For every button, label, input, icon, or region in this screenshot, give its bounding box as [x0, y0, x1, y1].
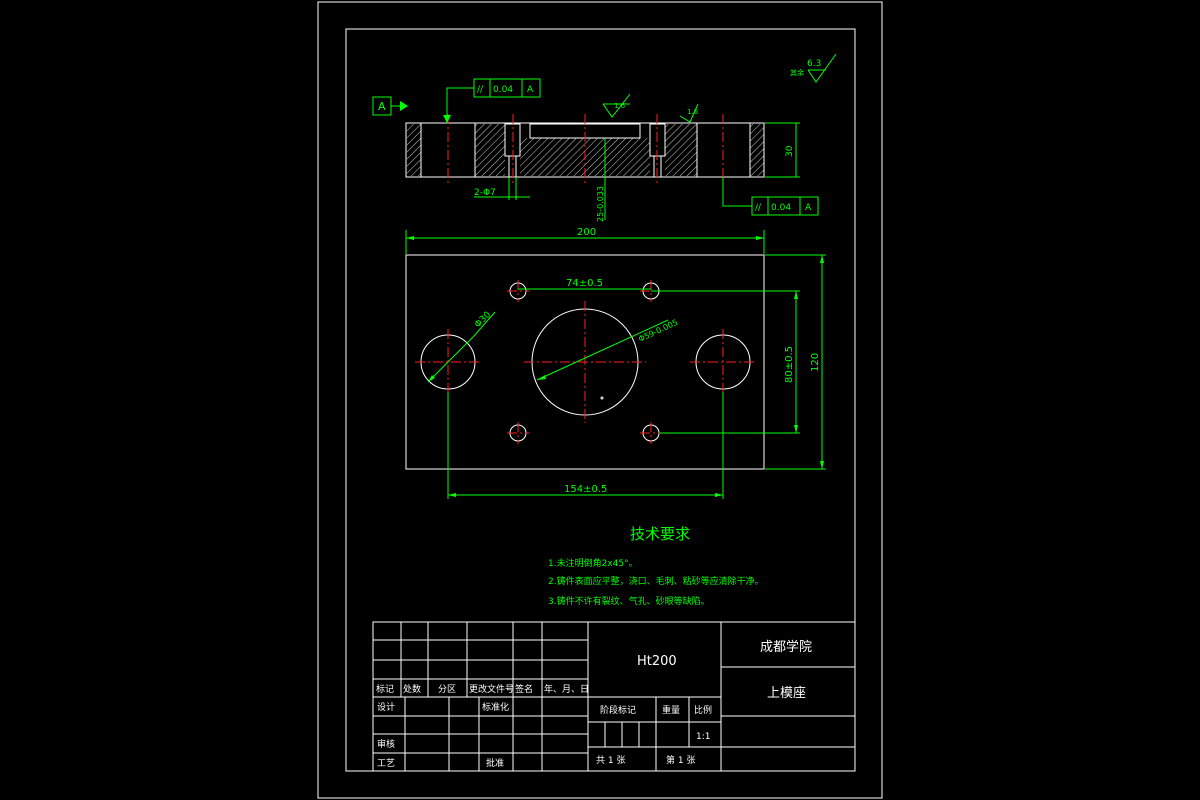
- hatch-right-outer: [750, 124, 764, 176]
- dim-small-holes: 2-Φ7: [474, 177, 530, 200]
- tech-item-2: 2.铸件表面应平整，浇口、毛刺、粘砂等应清除干净。: [548, 575, 764, 587]
- tb-sheet-no: 第 1 张: [666, 754, 695, 766]
- tolerance-frame-bottom: // 0.04 A: [722, 177, 819, 216]
- tol-top-symbol: //: [477, 85, 484, 95]
- dim-width-text: 200: [577, 227, 596, 238]
- tech-requirements: 技术要求 1.未注明倒角2x45°。 2.铸件表面应平整，浇口、毛刺、粘砂等应清…: [548, 525, 764, 607]
- tol-top-datum: A: [527, 85, 534, 95]
- tb-scale-value: 1:1: [696, 732, 710, 742]
- tb-rev-mark: 标记: [376, 683, 394, 695]
- tb-rev-sign: 签名: [515, 683, 533, 695]
- tech-item-3: 3.铸件不许有裂纹、气孔、砂眼等缺陷。: [548, 595, 710, 607]
- tb-standard: 标准化: [482, 701, 509, 713]
- dim-pitch-x-text: 74±0.5: [566, 278, 603, 289]
- dim-small-holes-text: 2-Φ7: [474, 188, 496, 198]
- tb-process: 工艺: [377, 758, 395, 769]
- datum-a: A: [372, 96, 408, 116]
- tb-total-sheets: 共 1 张: [596, 755, 625, 766]
- tech-item-1: 1.未注明倒角2x45°。: [548, 557, 638, 569]
- tol-top-value: 0.04: [493, 85, 513, 95]
- tolerance-frame-top: // 0.04 A: [443, 78, 541, 123]
- tb-rev-date: 年、月、日: [544, 683, 589, 695]
- roughness-main-value: 6.3: [807, 59, 821, 69]
- tb-rev-count: 处数: [403, 683, 421, 695]
- tb-scale: 比例: [694, 704, 712, 716]
- tb-rev-doc: 更改文件号: [469, 683, 514, 695]
- dim-thickness: 30: [765, 122, 800, 178]
- tol-bottom-datum: A: [805, 203, 812, 213]
- dim-thickness-text: 30: [785, 145, 795, 157]
- dim-big-hole: Φ30: [427, 310, 496, 383]
- dim-height-pitch: 80±0.5: [651, 290, 800, 434]
- roughness-note: 其余: [790, 68, 804, 77]
- dim-pitch-x: 74±0.5: [518, 278, 651, 290]
- outer-border: [317, 1, 883, 799]
- tb-review: 审核: [377, 738, 395, 750]
- dim-width: 200: [405, 227, 765, 254]
- dim-center-hole: Φ59-0.005: [536, 318, 679, 381]
- roughness-1: 1.6: [602, 93, 631, 118]
- title-block: Ht200 成都学院 上模座 标记 处数 分区 更改文件号 签名 年、月、日 设…: [372, 621, 856, 772]
- dim-height-text: 120: [810, 353, 821, 372]
- roughness-2-value: 1.6: [687, 108, 699, 116]
- tb-part-name: 上模座: [767, 686, 806, 701]
- roughness-1-value: 1.6: [614, 102, 626, 110]
- dim-height-pitch-text: 80±0.5: [784, 346, 795, 383]
- tb-material: Ht200: [637, 654, 677, 669]
- tb-rev-zone: 分区: [438, 684, 456, 695]
- roughness-main: 其余 6.3: [790, 53, 837, 83]
- dim-big-hole-text: Φ30: [473, 310, 493, 330]
- dim-pocket-depth: 25-0.033: [596, 138, 606, 222]
- section-view: [405, 114, 765, 186]
- dim-bottom-span: 154±0.5: [447, 392, 724, 499]
- dim-pocket-depth-text: 25-0.033: [596, 186, 605, 222]
- tol-bottom-symbol: //: [755, 203, 762, 213]
- tol-bottom-value: 0.04: [771, 203, 791, 213]
- hatch-left-outer: [407, 124, 421, 176]
- dim-bottom-span-text: 154±0.5: [564, 484, 607, 495]
- dim-height: 120: [765, 254, 826, 470]
- tb-weight: 重量: [662, 704, 680, 716]
- hatch-right-inner: [665, 124, 697, 176]
- tb-stage: 阶段标记: [600, 704, 636, 716]
- hatch-left-inner: [475, 124, 505, 176]
- roughness-2: 1.6: [679, 103, 699, 123]
- top-view: [405, 254, 765, 470]
- tb-design: 设计: [377, 701, 395, 713]
- tb-school: 成都学院: [760, 639, 812, 655]
- datum-a-label: A: [378, 100, 386, 113]
- tech-title: 技术要求: [630, 525, 690, 543]
- tb-approve: 批准: [486, 757, 504, 769]
